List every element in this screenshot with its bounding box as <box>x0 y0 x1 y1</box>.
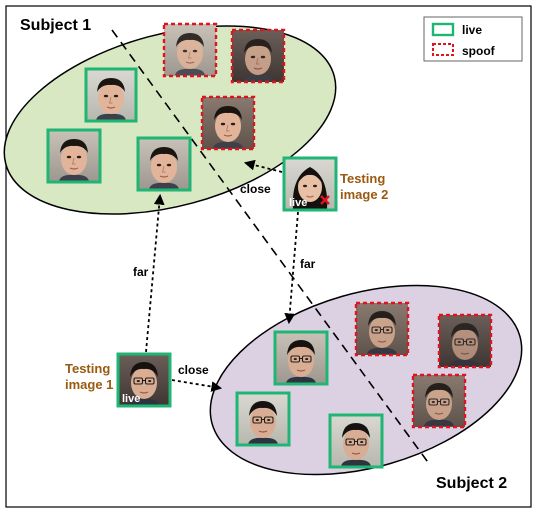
close-label-testing-2: close <box>240 182 271 196</box>
subject-2-spoof-face <box>411 373 467 429</box>
misclassified-x-icon <box>320 195 330 205</box>
subject-2-spoof-face <box>437 313 493 369</box>
close-arrow-testing-2 <box>243 159 283 173</box>
subject-2-label: Subject 2 <box>436 475 507 492</box>
close-arrow-testing-1 <box>171 379 223 392</box>
subject-1-live-face <box>46 128 102 184</box>
legend-spoof-swatch <box>432 43 454 56</box>
subject-1-spoof-face <box>230 28 286 84</box>
subject-1-live-face <box>84 67 138 123</box>
subject-1-spoof-face <box>200 95 256 151</box>
subject-2-live-face <box>328 413 384 469</box>
testing-image-2-label-line-1: Testing <box>340 171 385 186</box>
testing-image-1-live-tag: live <box>122 393 140 405</box>
subject-2-live-face <box>273 330 329 386</box>
testing-image-2: live <box>282 156 338 212</box>
far-arrow-testing-2 <box>284 211 299 325</box>
testing-image-1-label-line-2: image 1 <box>65 377 113 392</box>
legend: live spoof <box>423 16 523 62</box>
subject-1-live-face <box>136 136 192 192</box>
testing-image-2-live-tag: live <box>289 197 307 209</box>
subject-2-live-face <box>235 391 291 447</box>
subject-1-label: Subject 1 <box>20 17 91 34</box>
subject-2-spoof-face <box>354 301 410 357</box>
testing-image-1-label-line-1: Testing <box>65 361 110 376</box>
far-arrow-testing-1 <box>145 193 165 353</box>
legend-live-swatch <box>431 22 455 37</box>
legend-spoof-label: spoof <box>462 44 496 58</box>
testing-image-1: live <box>116 352 172 408</box>
close-label-testing-1: close <box>178 363 209 377</box>
far-label-testing-2: far <box>300 257 316 271</box>
testing-image-2-label-line-2: image 2 <box>340 187 388 202</box>
subject-1-spoof-face <box>162 22 218 78</box>
far-label-testing-1: far <box>133 265 149 279</box>
legend-live-label: live <box>462 23 482 37</box>
